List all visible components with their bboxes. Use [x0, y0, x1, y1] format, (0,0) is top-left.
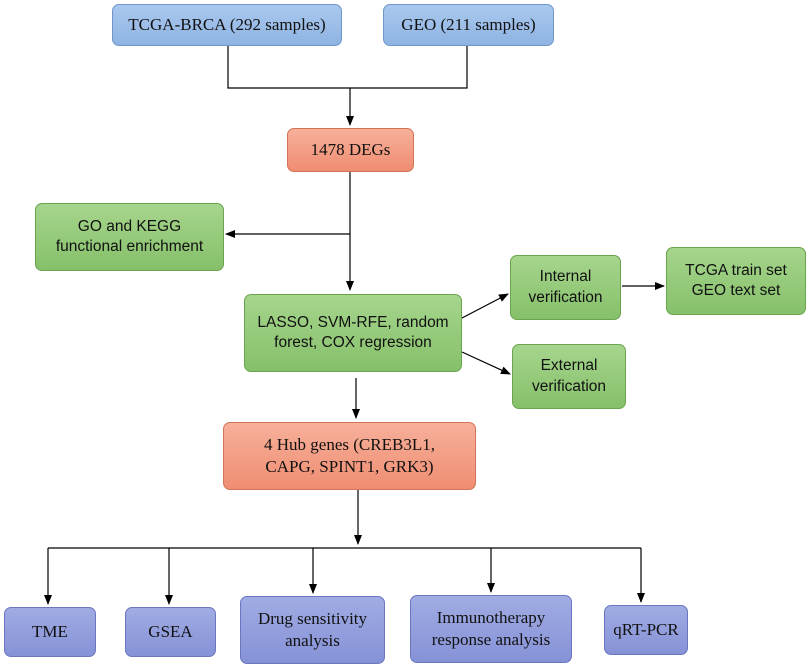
geo-label: GEO (211 samples) — [401, 14, 536, 34]
arrow-to-external — [461, 351, 511, 375]
geo-node: GEO (211 samples) — [383, 4, 554, 46]
arrow-to-internal — [461, 293, 509, 319]
immunotherapy-node: Immunotherapy response analysis — [410, 595, 572, 663]
immuno-label-line1: Immunotherapy — [436, 607, 546, 627]
degs-node: 1478 DEGs — [287, 128, 414, 172]
tcga-brca-label: TCGA-BRCA (292 samples) — [128, 14, 326, 34]
hub-genes-label-line2: CAPG, SPINT1, GRK3) — [265, 457, 434, 476]
tme-node: TME — [4, 607, 96, 657]
drug-label-line1: Drug sensitivity — [257, 608, 368, 628]
hub-genes-node: 4 Hub genes (CREB3L1, CAPG, SPINT1, GRK3… — [223, 422, 476, 490]
external-label-line2: verification — [531, 377, 607, 395]
train-test-label-line1: TCGA train set — [685, 261, 787, 279]
connector-sources-merge — [227, 46, 468, 89]
internal-verification-node: Internal verification — [510, 255, 621, 320]
external-label-line1: External — [540, 357, 598, 375]
train-test-label-line2: GEO text set — [691, 282, 781, 299]
go-kegg-node: GO and KEGG functional enrichment — [35, 203, 224, 271]
external-verification-node: External verification — [512, 344, 626, 409]
tcga-brca-node: TCGA-BRCA (292 samples) — [112, 4, 342, 46]
drug-label-line2: analysis — [285, 631, 340, 650]
drug-sensitivity-node: Drug sensitivity analysis — [240, 596, 385, 664]
train-test-node: TCGA train set GEO text set — [666, 247, 806, 315]
qrt-pcr-label: qRT-PCR — [613, 619, 679, 639]
lasso-label-line2: forest, COX regression — [274, 334, 432, 351]
go-kegg-label-line1: GO and KEGG — [77, 217, 182, 235]
immuno-label-line2: response analysis — [431, 630, 551, 649]
internal-label-line1: Internal — [539, 268, 592, 286]
degs-label: 1478 DEGs — [310, 139, 391, 159]
gsea-node: GSEA — [125, 607, 216, 657]
lasso-label-line1: LASSO, SVM-RFE, random — [257, 313, 449, 331]
gsea-label: GSEA — [148, 621, 193, 641]
lasso-node: LASSO, SVM-RFE, random forest, COX regre… — [244, 294, 462, 372]
qrt-pcr-node: qRT-PCR — [604, 605, 688, 655]
hub-genes-label-line1: 4 Hub genes (CREB3L1, — [264, 434, 435, 454]
go-kegg-label-line2: functional enrichment — [55, 238, 204, 255]
internal-label-line2: verification — [528, 288, 603, 306]
tme-label: TME — [32, 621, 68, 641]
